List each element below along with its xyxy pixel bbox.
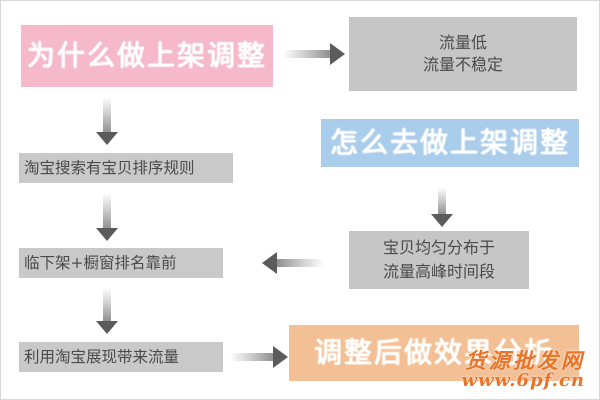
arrow-shaft <box>276 259 324 267</box>
node-search-rule: 淘宝搜索有宝贝排序规则 <box>19 153 233 183</box>
arrow-shaft <box>103 288 111 322</box>
connector-searchrule-to-ranking <box>96 193 118 241</box>
node-even-distribution: 宝贝均匀分布于 流量高峰时间段 <box>349 231 529 289</box>
node-effect-analysis: 调整后做效果分析 <box>289 325 579 381</box>
arrow-shaft <box>103 97 111 133</box>
node-bring-traffic: 利用淘宝展现带来流量 <box>19 342 223 372</box>
arrow-head <box>96 132 118 145</box>
connector-howadjust-to-even <box>431 187 453 227</box>
node-why-adjust: 为什么做上架调整 <box>21 25 273 87</box>
arrow-shaft <box>230 353 274 361</box>
connector-why-to-searchrule <box>96 97 118 145</box>
arrow-head <box>330 43 345 65</box>
node-low-traffic: 流量低 流量不稳定 <box>349 17 577 91</box>
arrow-head <box>96 228 118 241</box>
connector-even-to-ranking <box>262 252 324 274</box>
arrow-shaft <box>283 50 331 58</box>
node-ranking-top: 临下架+橱窗排名靠前 <box>19 248 223 278</box>
arrow-head <box>273 346 288 368</box>
arrow-head <box>262 252 277 274</box>
connector-why-to-lowtraffic <box>283 43 345 65</box>
arrow-shaft <box>103 193 111 229</box>
arrow-head <box>431 214 453 227</box>
connector-ranking-to-traffic <box>96 288 118 334</box>
node-how-adjust: 怎么去做上架调整 <box>321 119 579 167</box>
arrow-shaft <box>438 187 446 215</box>
arrow-head <box>96 321 118 334</box>
connector-traffic-to-effect <box>230 346 288 368</box>
